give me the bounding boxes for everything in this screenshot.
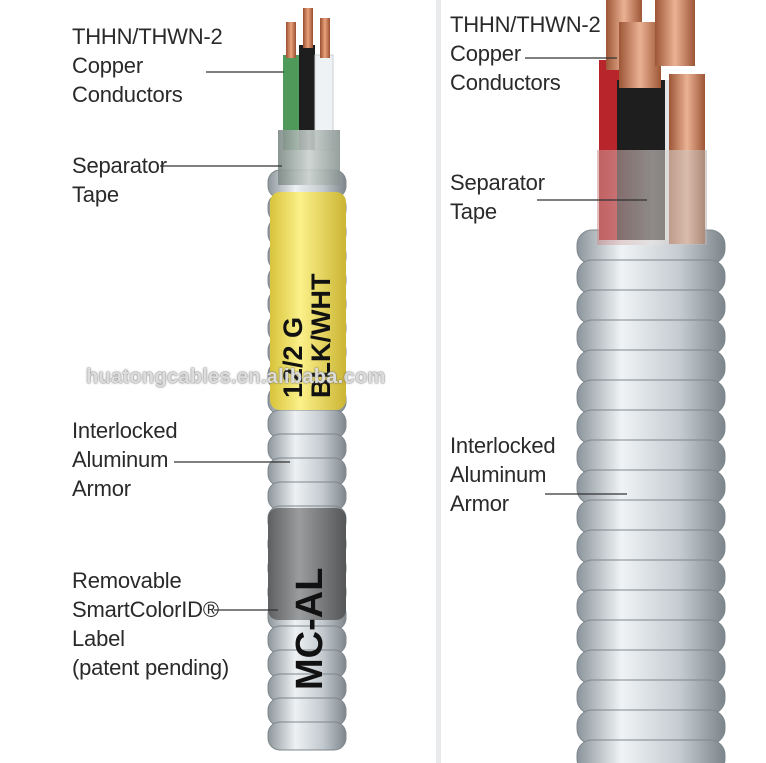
separator-tape (278, 130, 340, 185)
left-cable-panel: 12/2 G BLK/WHT MC-AL THHN/THWN-2 Copper … (72, 8, 386, 751)
green-conductor (283, 55, 299, 150)
armor-ring (576, 409, 726, 445)
armor-ring (576, 379, 726, 415)
yellow-label-text-2: BLK/WHT (306, 273, 336, 398)
armor-ring (576, 349, 726, 385)
left-cable-illustration: 12/2 G BLK/WHT MC-AL (160, 8, 347, 751)
armor-ring (576, 499, 726, 535)
armor-ring (576, 619, 726, 655)
armor-ring (576, 319, 726, 355)
separator-tape (597, 150, 707, 245)
armor-ring (576, 469, 726, 505)
armor-ring (576, 739, 726, 763)
copper-wire-2 (303, 8, 313, 48)
right-armor-rings (576, 229, 726, 763)
armor-ring (576, 589, 726, 625)
copper-bundle-2 (619, 22, 661, 88)
armor-ring (576, 439, 726, 475)
callout-armor: Interlocked Aluminum Armor (450, 433, 556, 516)
armor-ring (576, 529, 726, 565)
yellow-id-label (270, 192, 346, 410)
callout-armor: Interlocked Aluminum Armor (72, 418, 178, 501)
armor-ring (576, 259, 726, 295)
black-conductor (299, 45, 315, 150)
copper-bundle-3 (655, 0, 695, 66)
armor-ring (576, 559, 726, 595)
armor-ring (576, 679, 726, 715)
callout-conductors: THHN/THWN-2 Copper Conductors (450, 12, 601, 95)
callout-separator-tape: Separator Tape (72, 153, 167, 207)
watermark: huatongcables.en.alibaba.com (86, 366, 386, 388)
armor-ring (576, 709, 726, 745)
callout-separator-tape: Separator Tape (450, 170, 545, 224)
copper-wire-3 (320, 18, 330, 58)
armor-ring (576, 649, 726, 685)
right-cable-illustration (525, 0, 726, 763)
armor-ring (267, 721, 347, 751)
gray-smartcolor-label (268, 508, 346, 620)
yellow-label-text-1: 12/2 G (278, 317, 308, 398)
copper-wire-1 (286, 22, 296, 58)
gray-label-text: MC-AL (289, 568, 331, 690)
right-cable-panel: THHN/THWN-2 Copper Conductors Separator … (441, 0, 766, 763)
callout-smartcolor: Removable SmartColorID® Label (patent pe… (72, 568, 230, 680)
callout-conductors: THHN/THWN-2 Copper Conductors (72, 24, 223, 107)
panel-divider (436, 0, 441, 763)
armor-ring (576, 289, 726, 325)
